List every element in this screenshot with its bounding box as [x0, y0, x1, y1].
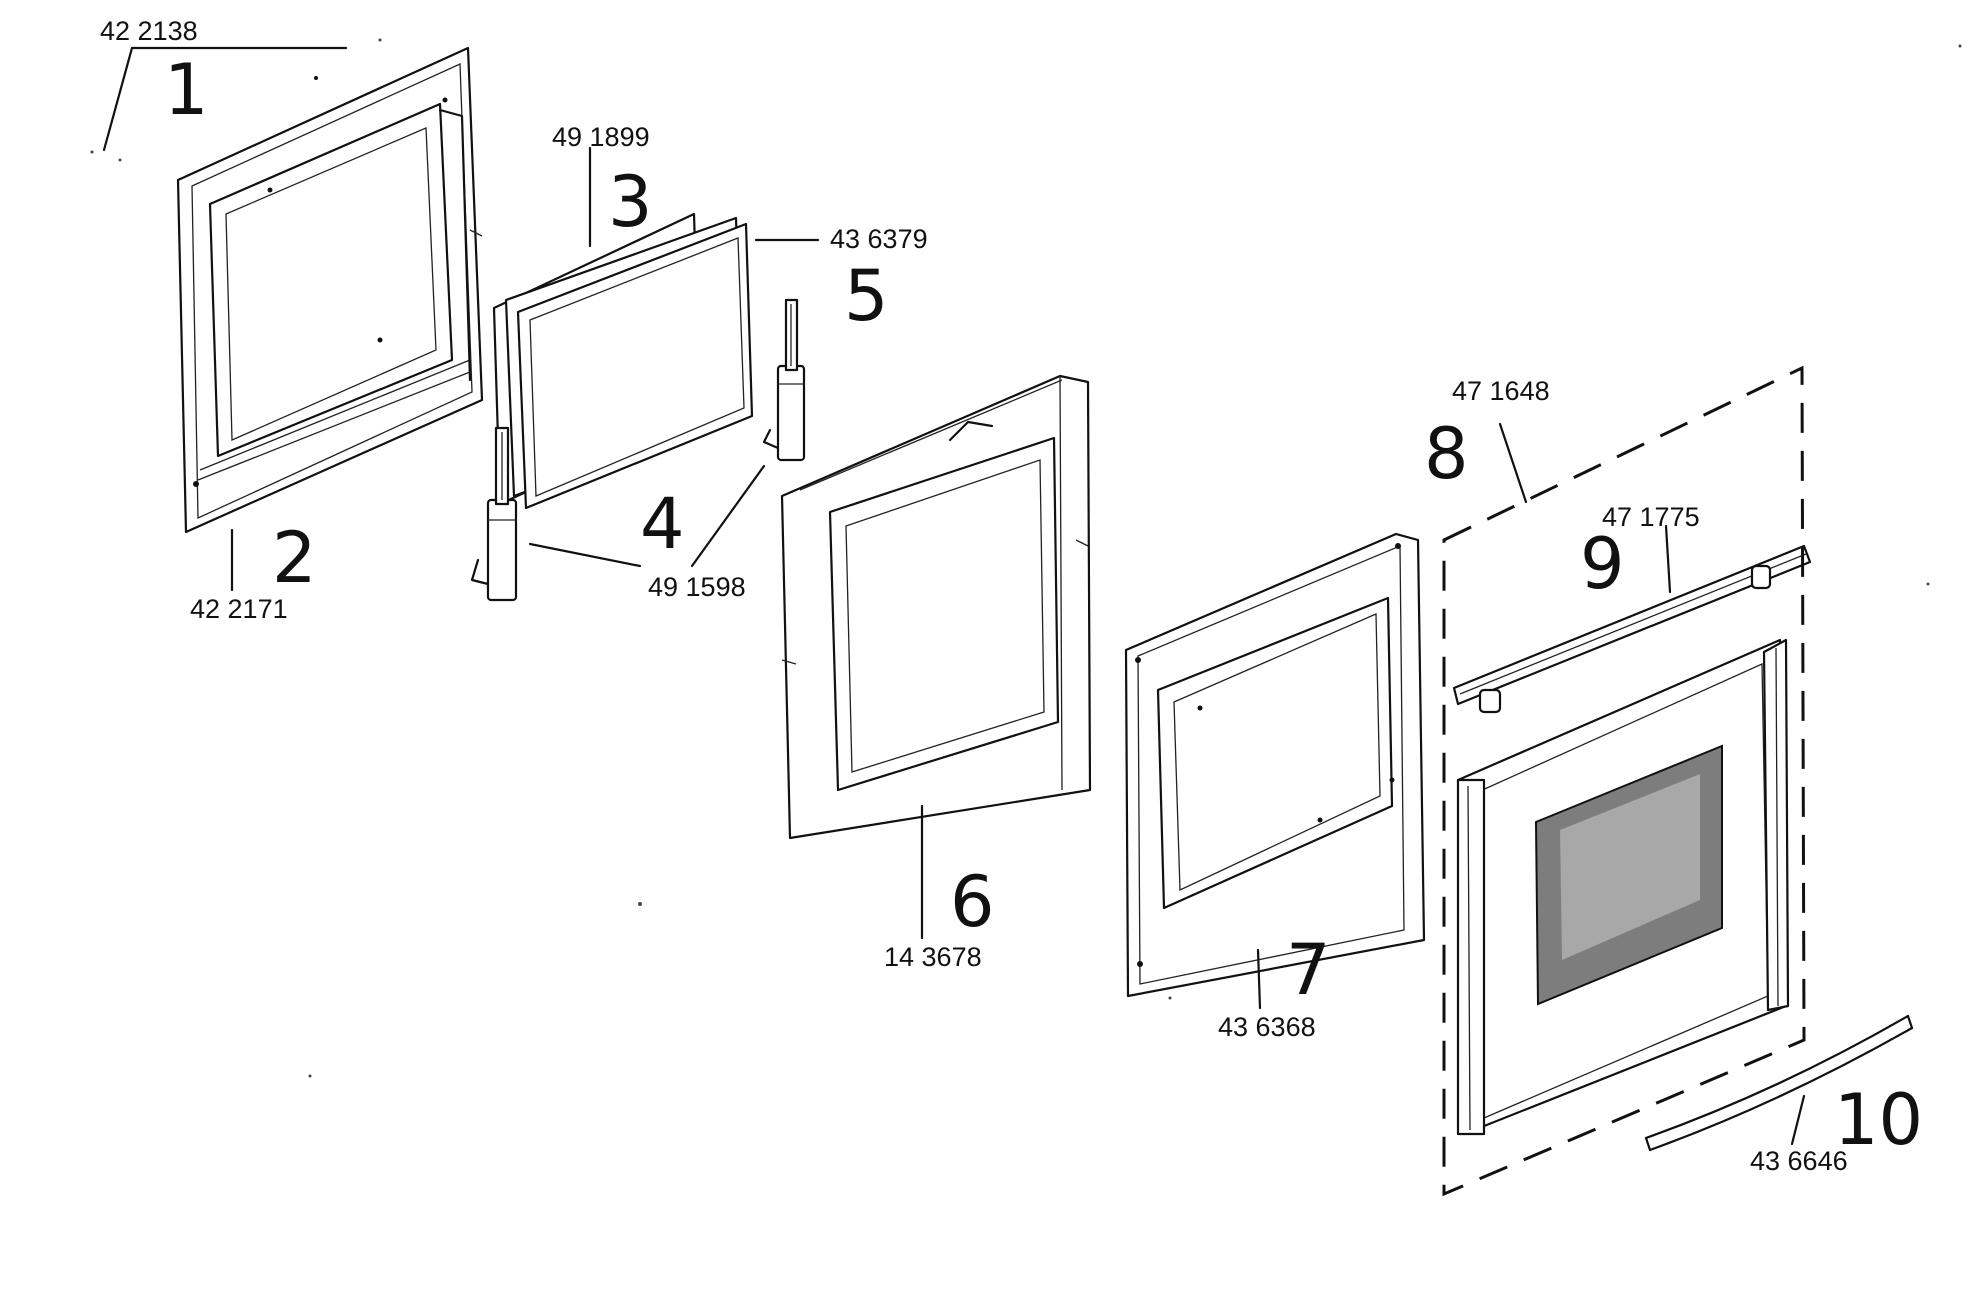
- ref-numeral-1: 1: [164, 49, 209, 131]
- part-9-door-trim: [1452, 544, 1812, 714]
- ref-numeral-2: 2: [272, 517, 317, 599]
- part-number-3: 49 1899: [552, 122, 650, 152]
- part-number-5: 43 6379: [830, 224, 928, 254]
- part-7-inner-glass-door: [1124, 532, 1426, 998]
- part-number-8: 47 1648: [1452, 376, 1550, 406]
- ref-numeral-5: 5: [844, 255, 889, 337]
- part-number-1: 42 2138: [100, 16, 198, 46]
- part-10-seal-strip: [1644, 1014, 1914, 1152]
- part-4-hinge-upper: [762, 298, 806, 462]
- part-number-7: 43 6368: [1218, 1012, 1316, 1042]
- ref-numeral-4: 4: [640, 483, 685, 565]
- leader-lines: [102, 46, 1806, 1146]
- part-number-6: 14 3678: [884, 942, 982, 972]
- part-number-2: 42 2171: [190, 594, 288, 624]
- part-6-middle-panel: [780, 374, 1092, 840]
- ref-numeral-6: 6: [950, 861, 995, 943]
- ref-numeral-3: 3: [608, 161, 653, 243]
- part-number-9: 47 1775: [1602, 502, 1700, 532]
- ref-numeral-7: 7: [1286, 929, 1331, 1011]
- part-number-10: 43 6646: [1750, 1146, 1848, 1176]
- reference-numerals: 1 2 3 4 5 6 7 8 9 10: [164, 49, 1923, 1161]
- part-8-outer-door-assembly: [1456, 638, 1790, 1136]
- part-number-labels: 42 2138 42 2171 49 1899 49 1598 43 6379 …: [100, 16, 1848, 1176]
- ref-numeral-8: 8: [1424, 413, 1469, 495]
- ref-numeral-9: 9: [1580, 523, 1625, 605]
- scan-specks: [90, 38, 1962, 1078]
- ref-numeral-10: 10: [1834, 1079, 1923, 1161]
- part-2-inner-door-frame: [176, 46, 484, 534]
- assembly-8-boundary: [1442, 365, 1806, 1197]
- part-number-4: 49 1598: [648, 572, 746, 602]
- part-3-glass-pack: [492, 212, 754, 510]
- part-4-hinge-lower: [470, 426, 518, 602]
